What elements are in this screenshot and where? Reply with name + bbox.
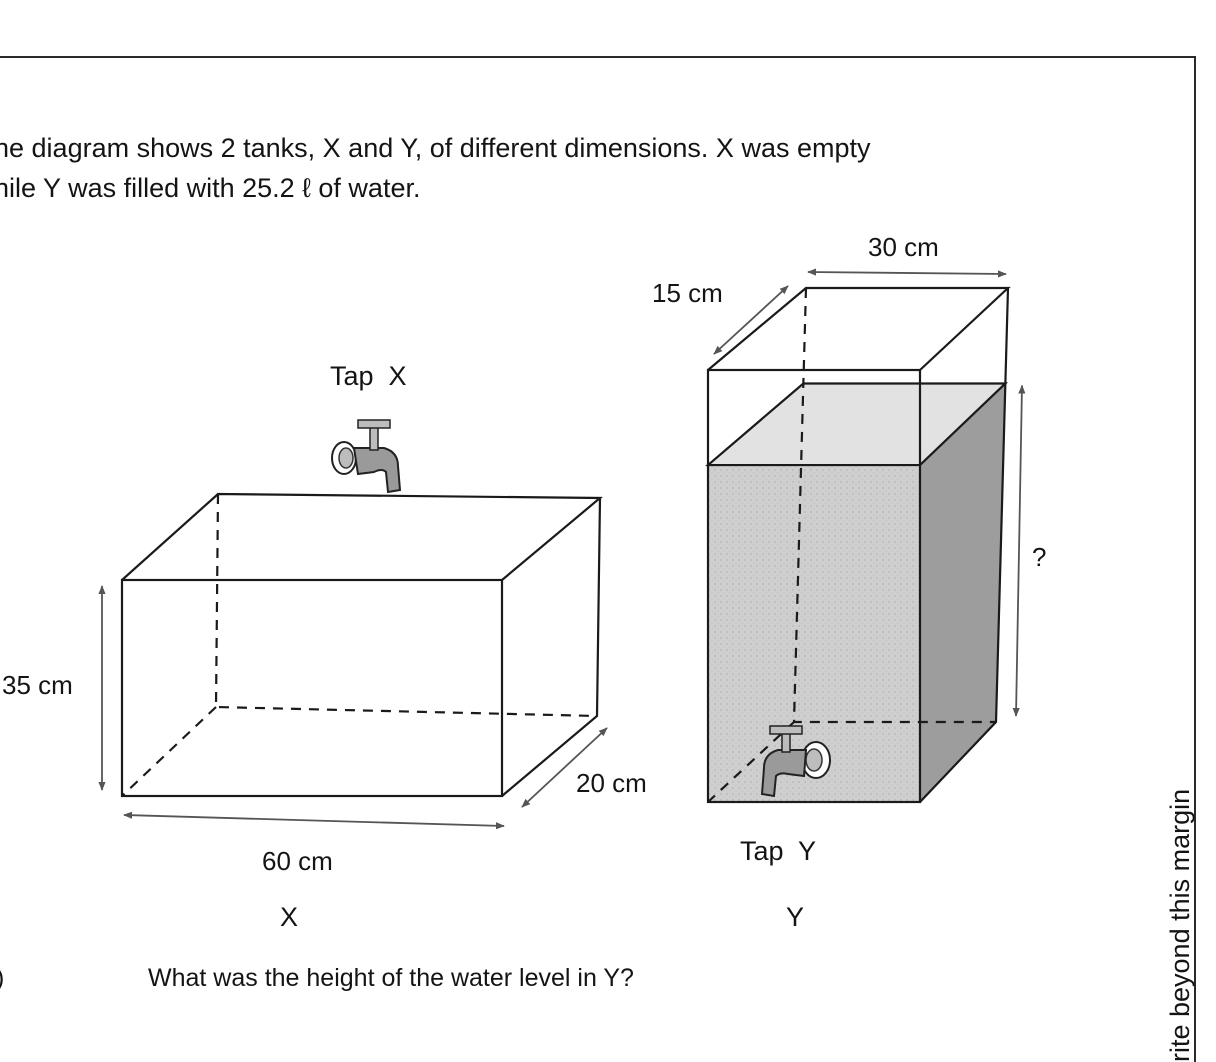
tank-x-width-arrow	[521, 727, 608, 808]
tank-x-name: X	[280, 902, 298, 932]
question-row: )What was the height of the water level …	[0, 962, 634, 994]
tap-y-label: Tap Y	[740, 836, 816, 866]
tank-y-depth-arrow	[713, 285, 789, 355]
tank-y-unknown-height-label: ?	[1032, 542, 1046, 572]
tap-y-icon	[760, 725, 831, 798]
tank-y-water-side	[920, 383, 1006, 802]
problem-line-2: hile Y was filled with 25.2 ℓ of water.	[0, 173, 421, 203]
tank-y-water-height-arrow	[1012, 384, 1026, 717]
tank-x-length-arrow	[123, 811, 505, 830]
question-text: What was the height of the water level i…	[148, 964, 634, 992]
tank-y-water-texture	[708, 465, 920, 802]
tank-y-name: Y	[786, 902, 804, 932]
page-frame-right	[1194, 58, 1196, 1062]
problem-statement: he diagram shows 2 tanks, X and Y, of di…	[0, 128, 1134, 208]
tank-x-front-face	[120, 578, 504, 798]
problem-line-1: he diagram shows 2 tanks, X and Y, of di…	[0, 133, 871, 163]
tank-x-top-edges	[121, 492, 603, 581]
tank-y-hidden-edges	[707, 287, 996, 803]
tank-x-width-label: 20 cm	[576, 768, 647, 798]
question-number: )	[0, 962, 148, 994]
tap-x-label: Tap X	[330, 361, 407, 391]
tank-y-length-arrow	[807, 268, 1007, 278]
tank-y-top-edges	[707, 286, 1011, 371]
page-frame-top	[0, 56, 1196, 58]
tank-y-depth-label: 15 cm	[652, 278, 723, 308]
tank-x	[120, 492, 603, 798]
tank-x-height-label: 35 cm	[2, 670, 73, 700]
tank-y-water	[708, 383, 1006, 802]
tank-x-length-label: 60 cm	[262, 846, 333, 876]
margin-warning: rite beyond this margin	[1165, 788, 1195, 1062]
tank-y-water-surface	[708, 383, 1006, 466]
tank-y-water-line	[705, 382, 1009, 467]
tank-x-dimension-arrows	[98, 585, 608, 830]
tank-y-length-label: 30 cm	[868, 232, 939, 262]
tank-y-dimension-arrows	[713, 268, 1026, 717]
tank-x-right-edges	[501, 497, 602, 797]
tank-y	[705, 286, 1011, 804]
tank-y-front-face	[706, 368, 922, 804]
tap-x-icon	[331, 419, 402, 494]
tank-x-hidden-edges	[121, 493, 598, 797]
